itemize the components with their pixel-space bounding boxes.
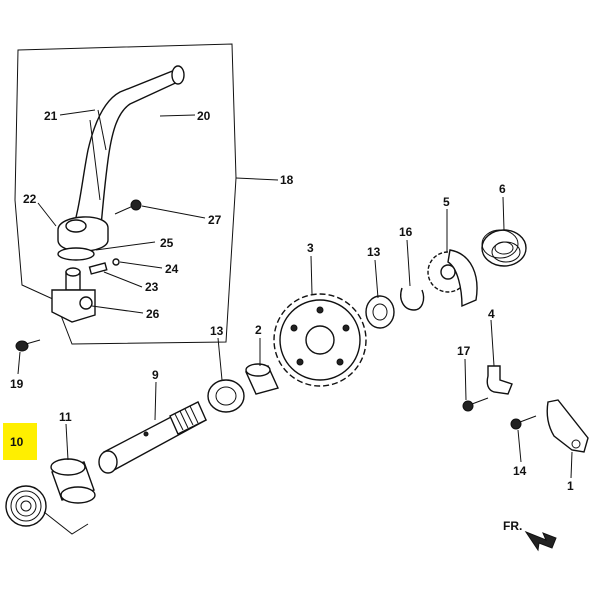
callout-1: 1 [567,479,574,493]
part-10-highlight [3,423,37,460]
kick-gear-3 [273,293,367,387]
kick-lever [57,65,185,252]
callout-10: 10 [10,435,24,449]
callout-6: 6 [499,182,506,196]
bolt-27 [114,199,142,215]
callout-3: 3 [307,241,314,255]
callout-19: 19 [10,377,24,391]
plate-4 [486,365,513,395]
ratchet-spring-6 [481,229,527,267]
washer-13-upper [365,295,395,329]
guide-plate-1 [546,399,589,453]
callout-24: 24 [165,262,179,276]
callout-13-lower: 13 [210,324,224,338]
callout-5: 5 [443,195,450,209]
pin-24 [112,258,120,266]
kick-boss-26 [51,267,96,323]
callout-11: 11 [59,410,72,424]
callout-22: 22 [23,192,37,206]
bolt-19 [15,339,41,352]
callout-4: 4 [488,307,495,321]
leader-lines [17,109,573,479]
collar-11 [50,458,96,504]
front-direction-arrow [524,530,557,552]
callout-25: 25 [160,236,174,250]
spindle-9 [98,401,207,474]
callout-23: 23 [145,280,159,294]
callout-14: 14 [513,464,527,478]
callout-2: 2 [255,323,262,337]
bushing-2 [245,363,279,395]
washer-13-lower [207,379,245,413]
callout-20: 20 [197,109,211,123]
callout-21: 21 [44,109,58,123]
callout-18: 18 [280,173,294,187]
callouts: 1 2 3 4 5 6 9 10 11 13 13 14 16 17 18 19… [10,109,574,533]
callout-16: 16 [399,225,413,239]
callout-17: 17 [457,344,471,358]
bolt-14 [510,415,537,430]
return-spring-10 [5,485,89,535]
ratchet-5 [427,249,478,308]
callout-13-upper: 13 [367,245,381,259]
o-ring-25 [57,247,95,261]
bolt-17 [462,397,489,412]
callout-27: 27 [208,213,222,227]
assembly-outline [14,43,237,345]
callout-9: 9 [152,368,159,382]
circlip-16 [400,287,425,311]
bolt-23 [88,262,108,275]
front-direction-label: FR. [503,519,522,533]
callout-26: 26 [146,307,160,321]
